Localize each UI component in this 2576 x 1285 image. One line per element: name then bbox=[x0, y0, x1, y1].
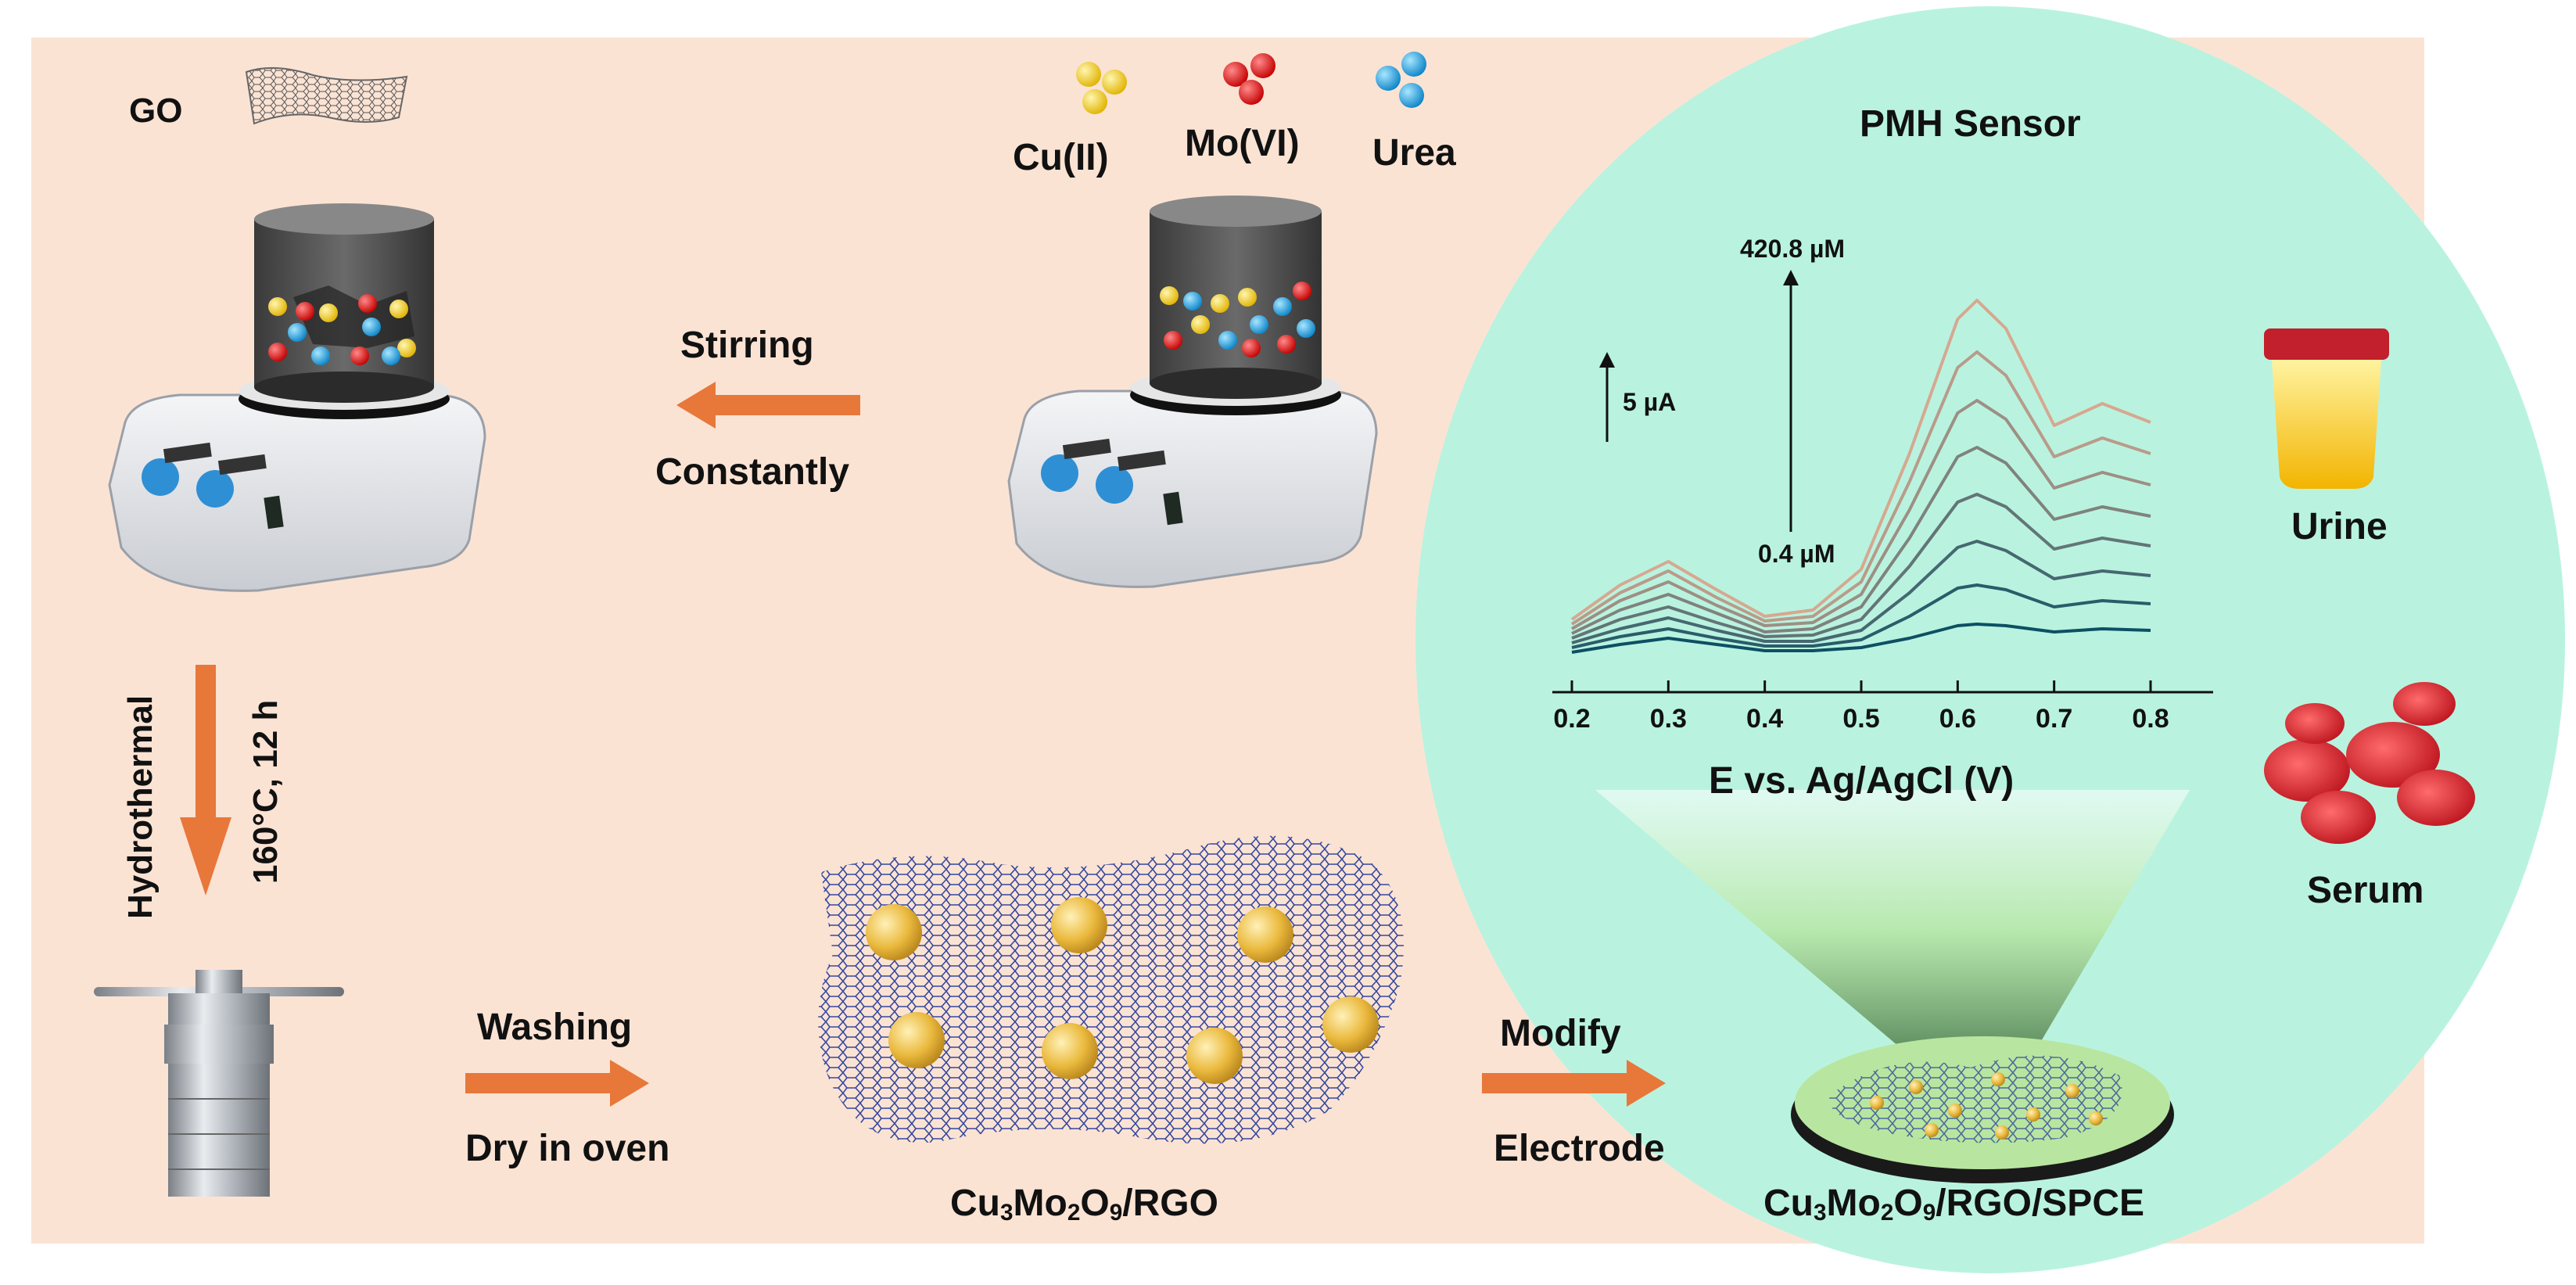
cu-ion-icon bbox=[1076, 62, 1127, 114]
label-hydrothermal: Hydrothermal bbox=[121, 695, 160, 919]
label-modify: Modify bbox=[1500, 1013, 1621, 1054]
dpv-curve-1 bbox=[1571, 623, 2151, 654]
label-dry: Dry in oven bbox=[465, 1128, 670, 1169]
dpv-curve-3 bbox=[1571, 540, 2151, 644]
light-beam bbox=[1595, 790, 2190, 1068]
x-tick-label: 0.5 bbox=[1842, 704, 1879, 734]
dpv-curve-4 bbox=[1571, 493, 2151, 640]
dpv-curve-2 bbox=[1571, 583, 2151, 649]
urine-sample-icon bbox=[2264, 328, 2389, 489]
go-sheet-icon bbox=[245, 66, 408, 125]
dpv-curve-7 bbox=[1570, 350, 2151, 626]
label-cu: Cu(II) bbox=[1013, 137, 1109, 178]
x-tick-label: 0.8 bbox=[2132, 704, 2169, 734]
dpv-chart: 0.2 0.3 0.4 0.5 0.6 0.7 0.8 bbox=[1552, 270, 2213, 734]
sensor-title: PMH Sensor bbox=[1860, 103, 2081, 145]
conc-low-label: 0.4 µM bbox=[1758, 540, 1835, 568]
label-go: GO bbox=[129, 92, 183, 130]
dpv-curves bbox=[1570, 299, 2151, 654]
label-constantly: Constantly bbox=[655, 451, 850, 493]
blood-cells-icon bbox=[2264, 682, 2475, 844]
mo-ion-icon bbox=[1223, 53, 1275, 105]
label-serum: Serum bbox=[2307, 870, 2424, 911]
label-electrode-product: Cu3Mo2O9/RGO/SPCE bbox=[1763, 1183, 2144, 1226]
dpv-curve-5 bbox=[1571, 446, 2151, 635]
x-axis-ticks: 0.2 0.3 0.4 0.5 0.6 0.7 0.8 bbox=[1553, 680, 2169, 734]
conc-high-label: 420.8 µM bbox=[1740, 235, 1846, 263]
x-tick-label: 0.7 bbox=[2036, 704, 2072, 734]
chart-xlabel: E vs. Ag/AgCl (V) bbox=[1709, 760, 2015, 802]
label-stirring: Stirring bbox=[680, 325, 814, 366]
x-tick-label: 0.4 bbox=[1746, 704, 1783, 734]
label-hydro-conditions: 160°C, 12 h bbox=[246, 699, 285, 884]
stirrer-with-go-icon bbox=[108, 203, 486, 592]
scale-bar-label: 5 µA bbox=[1623, 388, 1677, 416]
urea-icon bbox=[1376, 52, 1426, 108]
x-tick-label: 0.3 bbox=[1650, 704, 1687, 734]
dpv-curve-8 bbox=[1570, 299, 2151, 621]
x-tick-label: 0.2 bbox=[1553, 704, 1590, 734]
sensor-panel bbox=[1415, 6, 2565, 1273]
x-tick-label: 0.6 bbox=[1939, 704, 1976, 734]
composite-sheet-icon bbox=[818, 835, 1404, 1144]
arrow-hydrothermal bbox=[180, 665, 231, 896]
label-mo: Mo(VI) bbox=[1185, 123, 1300, 164]
label-washing: Washing bbox=[477, 1007, 633, 1048]
spce-electrode-icon bbox=[1791, 1036, 2174, 1183]
label-urea: Urea bbox=[1372, 132, 1456, 174]
autoclave-icon bbox=[94, 970, 344, 1197]
dpv-curve-6 bbox=[1570, 399, 2151, 630]
label-urine: Urine bbox=[2291, 506, 2388, 547]
stirrer-icon bbox=[1007, 196, 1378, 588]
label-electrode: Electrode bbox=[1494, 1128, 1665, 1169]
label-composite: Cu3Mo2O9/RGO bbox=[950, 1183, 1218, 1226]
